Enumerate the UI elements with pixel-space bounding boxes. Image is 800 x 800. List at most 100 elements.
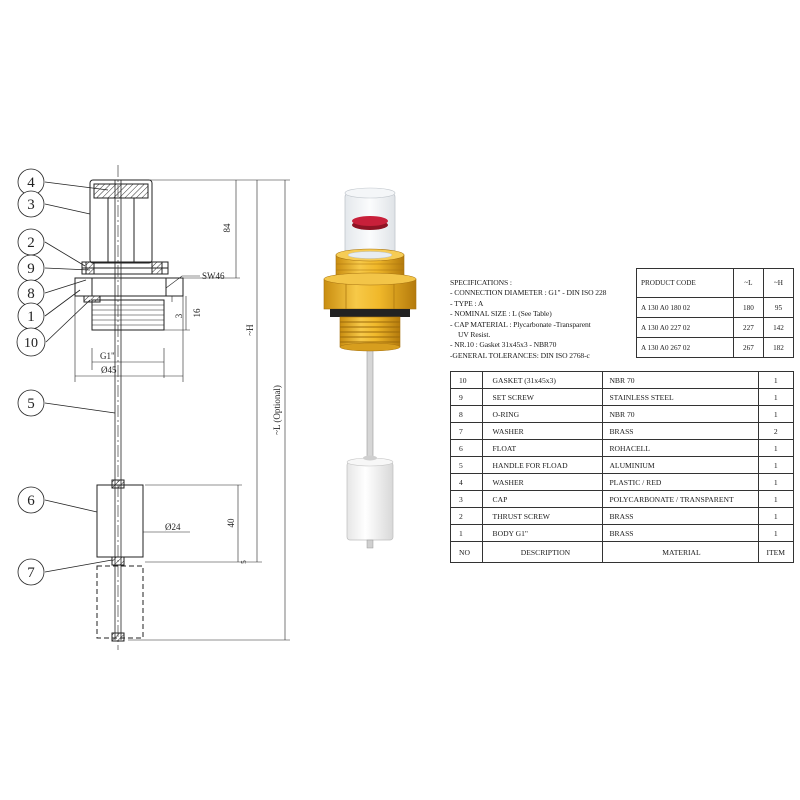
spec-line: - CONNECTION DIAMETER : G1" - DIN ISO 22… <box>450 288 607 298</box>
callout-label-2: 2 <box>27 235 35 251</box>
header-h: ~H <box>762 268 795 298</box>
header-item: ITEM <box>757 541 795 563</box>
callout-label-1: 1 <box>27 309 35 325</box>
cell-code: A 130 A0 227 02 <box>636 317 734 338</box>
red-washer <box>352 216 388 226</box>
dim-40: 40 <box>226 518 236 528</box>
cell-material: BRASS <box>602 507 759 525</box>
table-row: A 130 A0 267 02 267 182 <box>636 337 795 358</box>
dim-l: ~L (Optional) <box>272 385 282 435</box>
cell-no: 1 <box>450 524 483 542</box>
cell-material: NBR 70 <box>602 405 759 423</box>
table-row: A 130 A0 227 02 227 142 <box>636 317 795 338</box>
cell-description: WASHER <box>481 422 604 440</box>
callout-label-4: 4 <box>27 175 35 191</box>
cell-item: 1 <box>757 405 795 423</box>
cell-description: CAP <box>481 490 604 508</box>
spec-line: UV Resist. <box>458 330 491 340</box>
callout-3 <box>17 190 91 218</box>
table-row: 1 BODY G1" BRASS 1 <box>450 524 795 542</box>
product-render <box>323 187 417 549</box>
hex-body-outline <box>74 277 184 297</box>
callout-labels: 4 3 2 9 8 1 10 5 6 7 <box>24 175 38 581</box>
callout-10 <box>16 299 91 357</box>
cell-item: 1 <box>757 371 795 389</box>
cell-item: 2 <box>757 422 795 440</box>
table-row: 4 WASHER PLASTIC / RED 1 <box>450 473 795 491</box>
cell-material: ROHACELL <box>602 439 759 457</box>
cell-item: 1 <box>757 456 795 474</box>
callout-9 <box>17 254 91 282</box>
white-float <box>346 461 394 541</box>
spec-line: - CAP MATERIAL : Plycarbonate -Transpare… <box>450 319 591 329</box>
callout-label-5: 5 <box>27 396 35 412</box>
header-no: NO <box>450 541 483 563</box>
cell-item: 1 <box>757 439 795 457</box>
header-l: ~L <box>732 268 764 298</box>
cell-code: A 130 A0 180 02 <box>636 297 734 318</box>
float-outline <box>96 484 144 558</box>
cell-item: 1 <box>757 524 795 542</box>
dim-d45: Ø45 <box>101 365 117 375</box>
table-row: 7 WASHER BRASS 2 <box>450 422 795 440</box>
cell-no: 8 <box>450 405 483 423</box>
dim-d24: Ø24 <box>165 522 181 532</box>
dim-16: 16 <box>192 308 202 318</box>
header-product-code: PRODUCT CODE <box>636 268 734 298</box>
cell-no: 2 <box>450 507 483 525</box>
cell-material: BRASS <box>602 524 759 542</box>
cell-item: 1 <box>757 490 795 508</box>
dim-84: 84 <box>222 223 232 233</box>
cell-material: POLYCARBONATE / TRANSPARENT <box>602 490 759 508</box>
cell-material: PLASTIC / RED <box>602 473 759 491</box>
cell-description: BODY G1" <box>481 524 604 542</box>
table-row: 6 FLOAT ROHACELL 1 <box>450 439 795 457</box>
spec-line: - TYPE : A <box>450 298 484 308</box>
cell-material: BRASS <box>602 422 759 440</box>
cell-no: 9 <box>450 388 483 406</box>
dim-g1: G1" <box>100 351 115 361</box>
callout-5 <box>17 389 116 417</box>
cell-l: 267 <box>732 337 764 358</box>
table-row: 3 CAP POLYCARBONATE / TRANSPARENT 1 <box>450 490 795 508</box>
dimension-labels: SW46 84 16 3 ~H ~L (Optional) G1" Ø45 Ø2… <box>100 223 282 564</box>
cell-no: 10 <box>450 371 483 389</box>
cell-no: 6 <box>450 439 483 457</box>
product-code-table: PRODUCT CODE ~L ~H A 130 A0 180 02 180 9… <box>636 268 795 358</box>
cell-no: 4 <box>450 473 483 491</box>
table-row: 5 HANDLE FOR FLOAD ALUMINIUM 1 <box>450 456 795 474</box>
cell-description: HANDLE FOR FLOAD <box>481 456 604 474</box>
cell-description: O-RING <box>481 405 604 423</box>
cell-item: 1 <box>757 473 795 491</box>
callout-7 <box>17 558 113 586</box>
callout-label-7: 7 <box>27 565 35 581</box>
cell-no: 7 <box>450 422 483 440</box>
callouts <box>16 168 116 586</box>
float-optional-outline <box>96 565 144 639</box>
callout-2 <box>17 228 86 267</box>
cell-no: 3 <box>450 490 483 508</box>
spec-line: -GENERAL TOLERANCES: DIN ISO 2768-c <box>450 350 590 360</box>
dim-3: 3 <box>174 313 184 318</box>
cell-item: 1 <box>757 507 795 525</box>
table-header-row: NO DESCRIPTION MATERIAL ITEM <box>450 541 795 563</box>
table-row: A 130 A0 180 02 180 95 <box>636 297 795 318</box>
cell-material: NBR 70 <box>602 371 759 389</box>
table-row: 8 O-RING NBR 70 1 <box>450 405 795 423</box>
callout-6 <box>17 486 98 514</box>
cell-description: FLOAT <box>481 439 604 457</box>
cell-h: 182 <box>762 337 795 358</box>
table-row: 10 GASKET (31x45x3) NBR 70 1 <box>450 371 795 389</box>
dim-5: 5 <box>240 560 248 564</box>
header-description: DESCRIPTION <box>481 541 604 563</box>
spec-line: SPECIFICATIONS : <box>450 278 512 287</box>
cell-description: GASKET (31x45x3) <box>481 371 604 389</box>
cell-h: 142 <box>762 317 795 338</box>
cell-material: STAINLESS STEEL <box>602 388 759 406</box>
cell-h: 95 <box>762 297 795 318</box>
table-row: 2 THRUST SCREW BRASS 1 <box>450 507 795 525</box>
callout-label-3: 3 <box>27 197 35 213</box>
dim-sw46: SW46 <box>202 271 225 281</box>
cell-no: 5 <box>450 456 483 474</box>
